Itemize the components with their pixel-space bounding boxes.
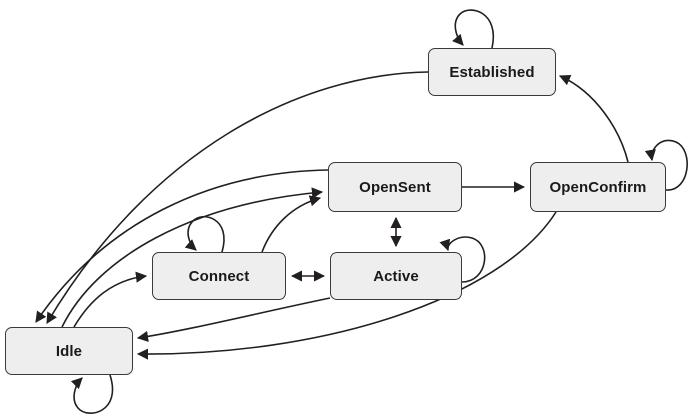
- edge-connect-opensent: [261, 195, 322, 253]
- state-node-connect[interactable]: Connect: [152, 252, 286, 300]
- edge-opensent-idle: [35, 169, 329, 323]
- edge-openconfirm-established: [558, 74, 629, 163]
- edge-active-self: [439, 236, 486, 283]
- edge-established-self: [452, 9, 495, 49]
- state-label-established: Established: [449, 63, 535, 81]
- state-label-idle: Idle: [55, 342, 83, 360]
- state-label-opensent: OpenSent: [359, 178, 431, 196]
- state-node-active[interactable]: Active: [330, 252, 462, 300]
- state-label-active: Active: [373, 267, 419, 285]
- edge-connect-self: [184, 215, 225, 253]
- state-node-openconfirm[interactable]: OpenConfirm: [530, 162, 666, 212]
- edge-idle-opensent: [61, 187, 324, 328]
- edge-openconfirm-idle: [136, 211, 557, 360]
- state-label-connect: Connect: [188, 267, 250, 285]
- edge-openconfirm-self: [644, 139, 688, 191]
- state-label-openconfirm: OpenConfirm: [549, 178, 647, 196]
- edge-active-idle: [136, 297, 331, 343]
- edge-idle-connect: [73, 271, 148, 328]
- edge-idle-self: [70, 374, 114, 414]
- state-node-idle[interactable]: Idle: [5, 327, 133, 375]
- state-node-opensent[interactable]: OpenSent: [328, 162, 462, 212]
- state-node-established[interactable]: Established: [428, 48, 556, 96]
